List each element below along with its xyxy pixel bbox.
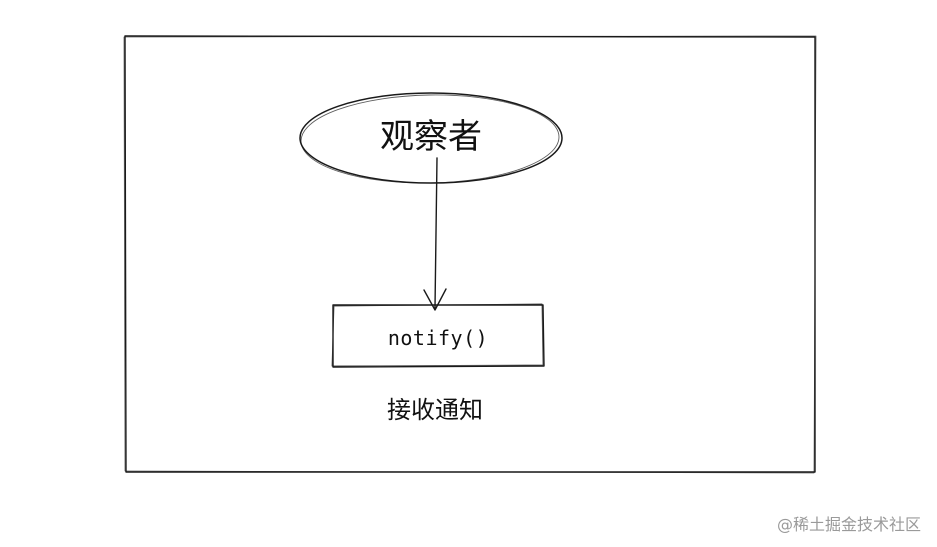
notify-box (331, 303, 545, 368)
observer-label: 观察者 (380, 117, 482, 157)
observer-ellipse (299, 92, 563, 184)
outer-frame (123, 35, 817, 474)
notify-method-label: notify() (387, 326, 489, 350)
arrow-observer-to-notify (423, 157, 447, 311)
receive-notification-caption: 接收通知 (387, 396, 483, 424)
watermark: @稀土掘金技术社区 (776, 515, 921, 534)
